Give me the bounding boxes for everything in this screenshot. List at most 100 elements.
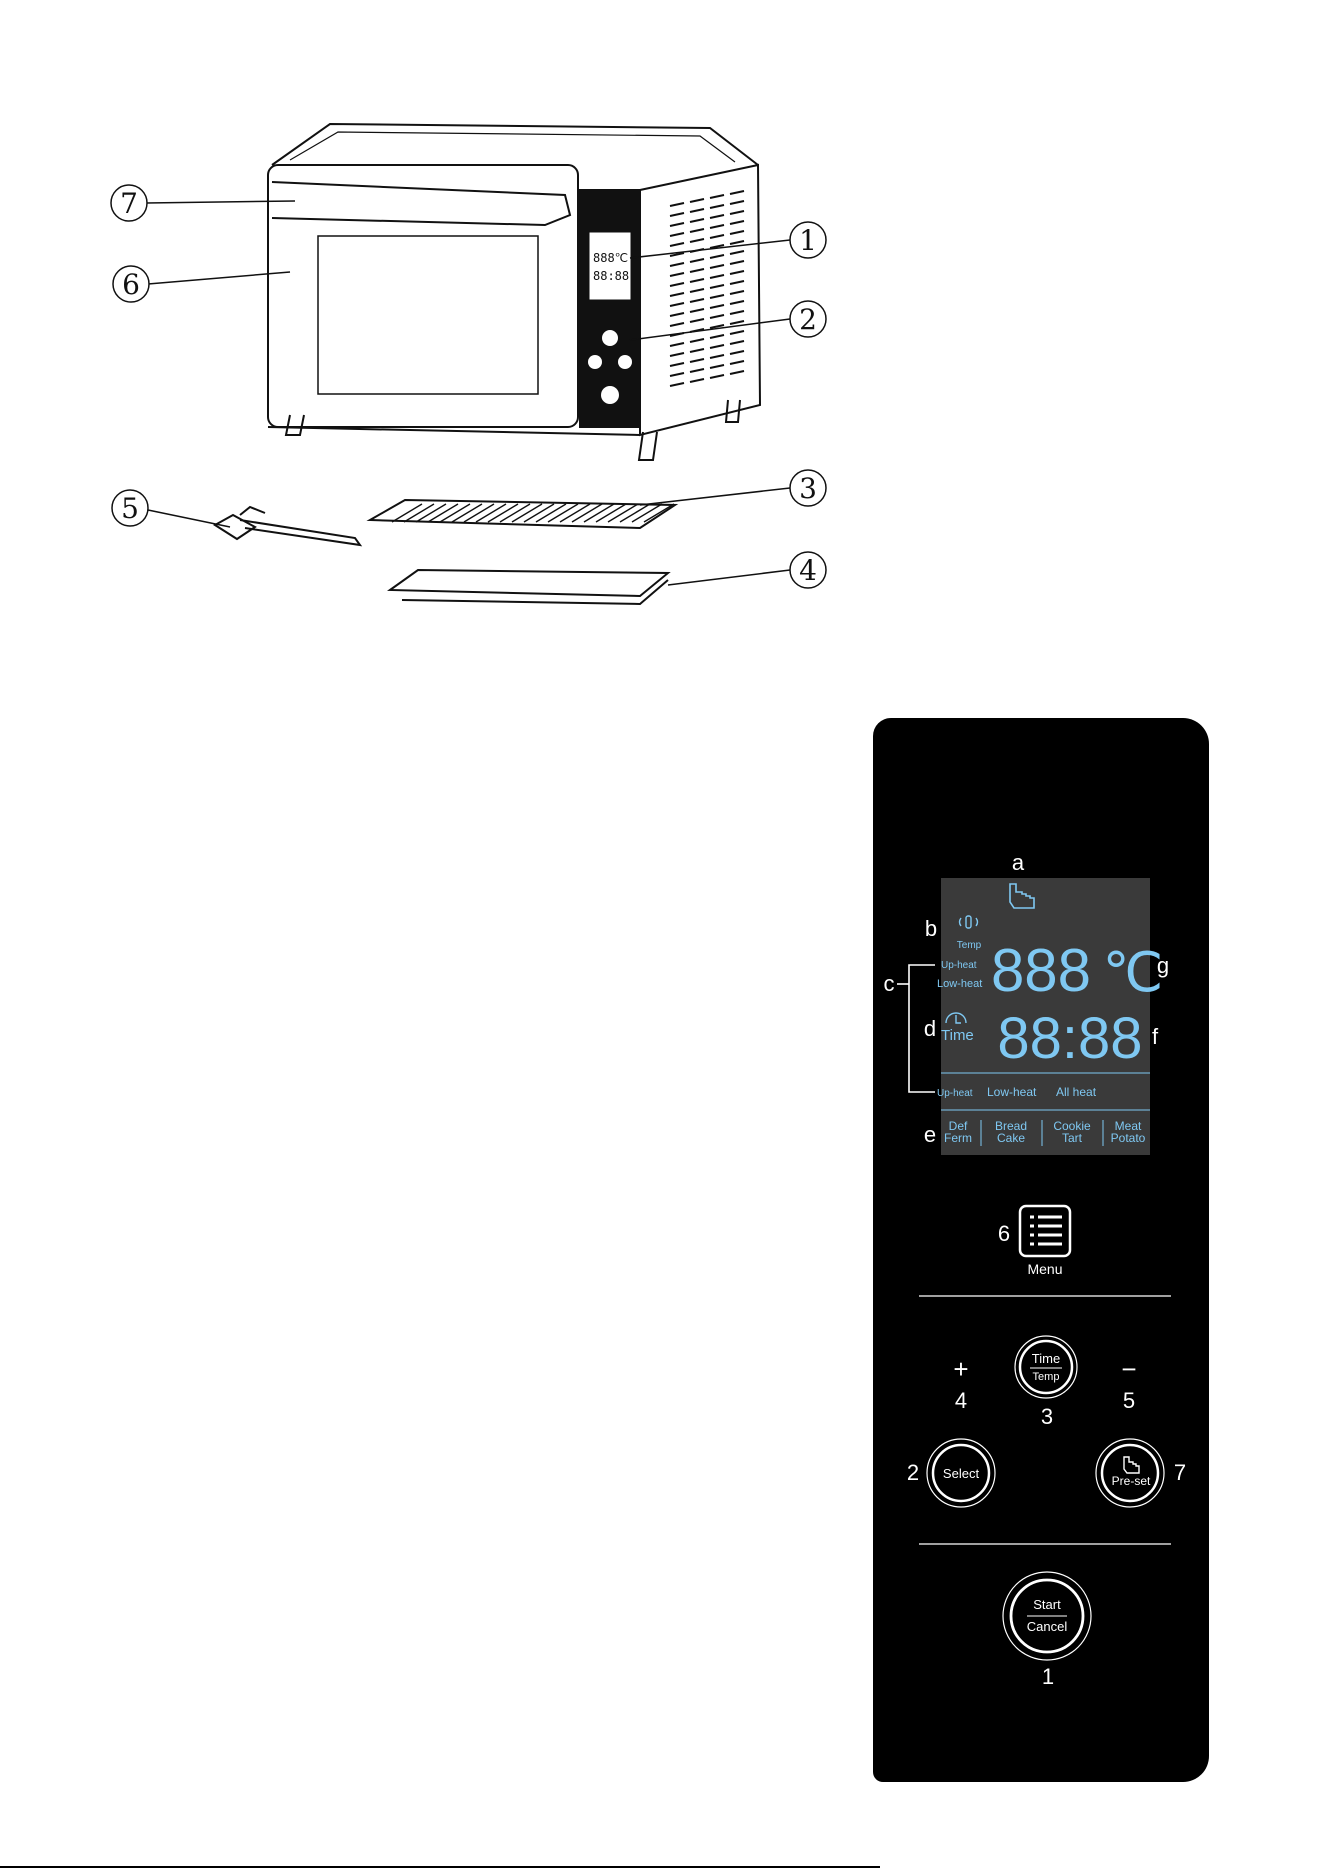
vent-slot [730,201,744,204]
rack-bar [596,504,626,522]
vent-slot [710,295,724,298]
vent-slot [730,221,744,224]
vent-slot [730,321,744,324]
rack-bar [488,504,518,522]
program-cake: Cake [997,1131,1025,1145]
label-a: a [1012,850,1025,875]
vent-slot [710,195,724,198]
label-g: g [1157,953,1169,978]
callout-4: 4 [790,552,826,588]
vent-slot [670,203,684,206]
footer-rule [0,1866,880,1868]
rotisserie-fork [215,507,360,545]
control-panel-drawing: a b Temp c Up-heat Low-heat 888 ℃ g d Ti… [873,718,1209,1782]
rack-bar [536,504,566,522]
vent-slot [730,231,744,234]
vent-slot [710,215,724,218]
vent-slot [670,223,684,226]
vent-slot [690,369,704,372]
vent-slot [670,383,684,386]
minus-num: 5 [1123,1388,1135,1413]
vent-slot [710,365,724,368]
vent-slot [690,349,704,352]
time-temp-top: Time [1032,1351,1060,1366]
vent-slot [670,273,684,276]
vent-slot [670,213,684,216]
vent-slot [690,279,704,282]
side-vents [670,191,744,386]
leader-lines [146,201,790,585]
label-d: d [924,1016,936,1041]
vent-slot [670,243,684,246]
preset-label: Pre-set [1112,1474,1151,1488]
menu-button[interactable] [1020,1206,1070,1256]
lcd-mode-all-heat: All heat [1056,1085,1097,1099]
vent-slot [710,275,724,278]
program-potato: Potato [1111,1131,1146,1145]
lcd-temp-digits: 888 [991,937,1091,1004]
vent-slot [690,239,704,242]
vent-slot [730,281,744,284]
rack-bar [464,504,494,522]
label-b: b [925,916,937,941]
label-e: e [924,1122,936,1147]
vent-slot [690,219,704,222]
rack-bar [476,504,506,522]
vent-slot [730,341,744,344]
vent-slot [730,191,744,194]
vent-slot [710,235,724,238]
minus-button[interactable]: − [1121,1354,1136,1384]
vent-slot [730,271,744,274]
vent-slot [690,209,704,212]
callout-6: 6 [113,266,149,302]
vent-slot [670,303,684,306]
preset-button[interactable] [1096,1439,1164,1507]
rack-bar [500,504,530,522]
rack-bar [524,504,554,522]
rack-bar [416,504,446,522]
vent-slot [730,371,744,374]
program-ferm: Ferm [944,1131,972,1145]
vent-slot [710,305,724,308]
lcd-low-heat: Low-heat [937,978,982,990]
vent-slot [670,343,684,346]
rack-bar [440,504,470,522]
select-label: Select [943,1466,980,1481]
vent-slot [670,353,684,356]
plus-button[interactable]: + [953,1354,968,1384]
vent-slot [730,331,744,334]
callout-3: 3 [790,470,826,506]
mini-display-time: 88:88 [593,269,629,283]
vent-slot [690,379,704,382]
vent-slot [690,359,704,362]
time-temp-button[interactable] [1015,1336,1077,1398]
lcd-mode-up-heat: Up-heat [937,1088,973,1099]
callout-7: 7 [111,185,147,221]
vent-slot [690,259,704,262]
vent-slot [670,323,684,326]
lcd-time-label: Time [941,1027,974,1044]
lcd-mode-low-heat: Low-heat [987,1085,1037,1099]
rack-bar [644,504,674,522]
vent-slot [730,261,744,264]
cancel-label: Cancel [1027,1619,1068,1634]
svg-text:4: 4 [799,554,817,587]
vent-slot [710,285,724,288]
rack-bar [608,504,638,522]
menu-label: Menu [1027,1261,1062,1277]
callout-2: 2 [790,301,826,337]
vent-slot [710,205,724,208]
baking-tray [390,570,668,604]
vent-slot [690,269,704,272]
vent-slot [730,291,744,294]
mini-display-temp: 888℃ [593,251,628,265]
time-temp-num: 3 [1041,1404,1053,1429]
vent-slot [710,225,724,228]
vent-slot [670,283,684,286]
time-temp-bottom: Temp [1033,1371,1060,1383]
start-label: Start [1033,1597,1061,1612]
vent-slot [710,265,724,268]
start-cancel-button[interactable] [1003,1572,1091,1660]
oven-button-icon [618,355,632,369]
svg-text:3: 3 [799,472,817,505]
